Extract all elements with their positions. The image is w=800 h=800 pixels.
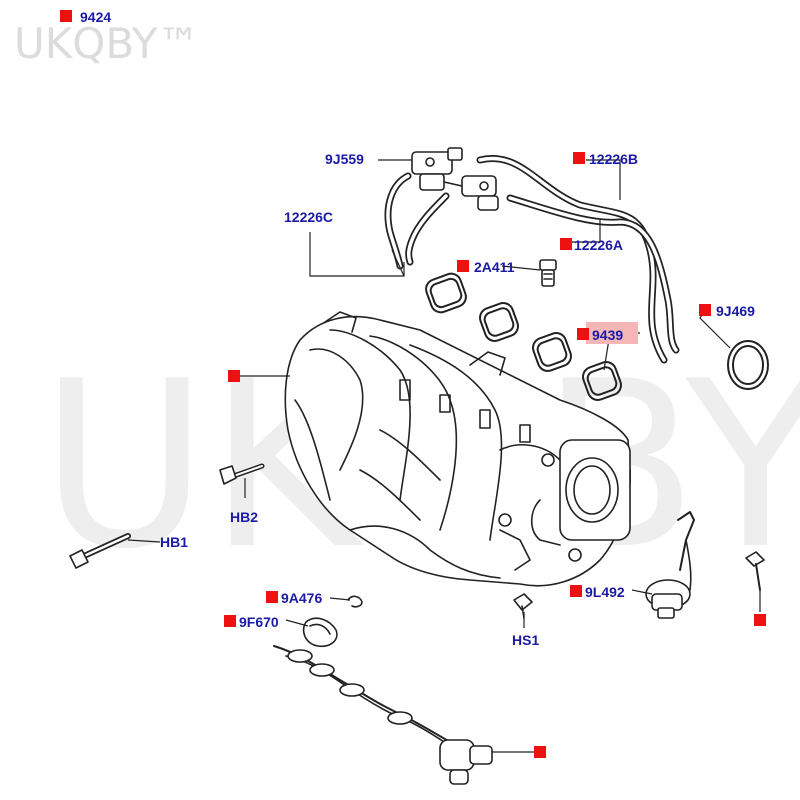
callout-hb2[interactable]: HB2	[230, 509, 258, 525]
purge-valve-part[interactable]	[411, 147, 499, 211]
callout-9j469[interactable]: 9J469	[716, 303, 755, 319]
callout-12226b[interactable]: 12226B	[589, 151, 638, 167]
bolt-hb1-part[interactable]	[69, 533, 131, 569]
gasket-9f670-part[interactable]	[302, 617, 338, 648]
actuator-9l492-part[interactable]	[645, 511, 695, 619]
callout-9f670[interactable]: 9F670	[239, 614, 279, 630]
callout-2a411[interactable]: 2A411	[474, 259, 515, 275]
callout-9j559[interactable]: 9J559	[325, 151, 364, 167]
callout-marker-9l492	[570, 585, 582, 597]
callout-9l492[interactable]: 9L492	[585, 584, 625, 600]
callout-12226c[interactable]: 12226C	[284, 209, 333, 225]
callout-marker-9j469	[699, 304, 711, 316]
callout-9424[interactable]: 9424	[80, 9, 111, 25]
wiring-harness-part[interactable]	[273, 645, 493, 785]
callout-marker-12226a	[560, 238, 572, 250]
callout-marker-screw[interactable]	[754, 614, 766, 626]
callout-marker-9439	[577, 328, 589, 340]
clip-9a476-part[interactable]	[347, 595, 363, 608]
callout-hb1[interactable]: HB1	[160, 534, 188, 550]
sensor-2a411-part[interactable]	[539, 259, 557, 287]
callout-marker-2a411	[457, 260, 469, 272]
callout-highlight-9439	[586, 322, 638, 344]
hose-12226ab-part[interactable]	[476, 155, 680, 364]
callout-9a476[interactable]: 9A476	[281, 590, 322, 606]
o-ring-9j469-part[interactable]	[727, 340, 769, 390]
callout-hs1[interactable]: HS1	[512, 632, 539, 648]
callout-12226a[interactable]: 12226A	[574, 237, 623, 253]
callout-marker-9a476	[266, 591, 278, 603]
watermark-corner: UKQBY™	[14, 19, 200, 68]
callout-marker-harness[interactable]	[534, 746, 546, 758]
callout-marker-12226b	[573, 152, 585, 164]
hose-12226c-part[interactable]	[384, 172, 450, 270]
intake-gaskets-part[interactable]	[423, 271, 624, 403]
callout-marker-9f670	[224, 615, 236, 627]
screw-right-part[interactable]	[745, 551, 765, 591]
intake-manifold-part[interactable]	[284, 311, 631, 587]
bolt-hb2-part[interactable]	[219, 463, 265, 485]
callout-marker-9424	[60, 10, 72, 22]
callout-9439[interactable]: 9439	[592, 327, 623, 343]
callout-marker-manifold[interactable]	[228, 370, 240, 382]
callouts: 9424 9J559 12226B 12226C 12226A 2A411 9J…	[60, 9, 766, 758]
